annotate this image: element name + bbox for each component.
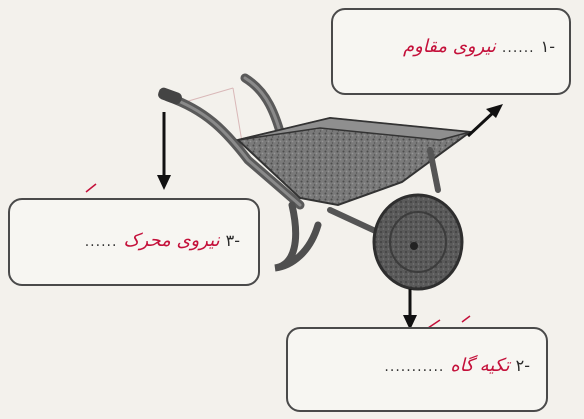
label-dots: ...... — [85, 234, 118, 250]
arrow-down-left-icon — [157, 112, 171, 190]
label-number: -۱ — [541, 37, 555, 56]
arrow-down-wheel-icon — [403, 289, 417, 330]
answer-text[interactable]: نیروی محرک — [123, 230, 219, 251]
label-box-1: -۱ ...... نیروی مقاوم — [331, 8, 571, 95]
handle-right — [245, 78, 282, 138]
label-box-3: -۳ نیروی محرک ...... — [8, 198, 260, 286]
wheelbarrow-wheel — [374, 195, 462, 289]
label-dots: ...... — [502, 40, 535, 56]
answer-text[interactable]: نیروی مقاوم — [403, 36, 496, 57]
label-number: -۳ — [226, 231, 240, 250]
arrow-up-right-icon — [468, 104, 503, 136]
answer-text[interactable]: تکیه گاه — [450, 355, 509, 376]
label-number: -۲ — [516, 356, 530, 375]
label-box-2: -۲ تکیه گاه ........... — [286, 327, 548, 412]
label-dots: ........... — [384, 359, 444, 375]
